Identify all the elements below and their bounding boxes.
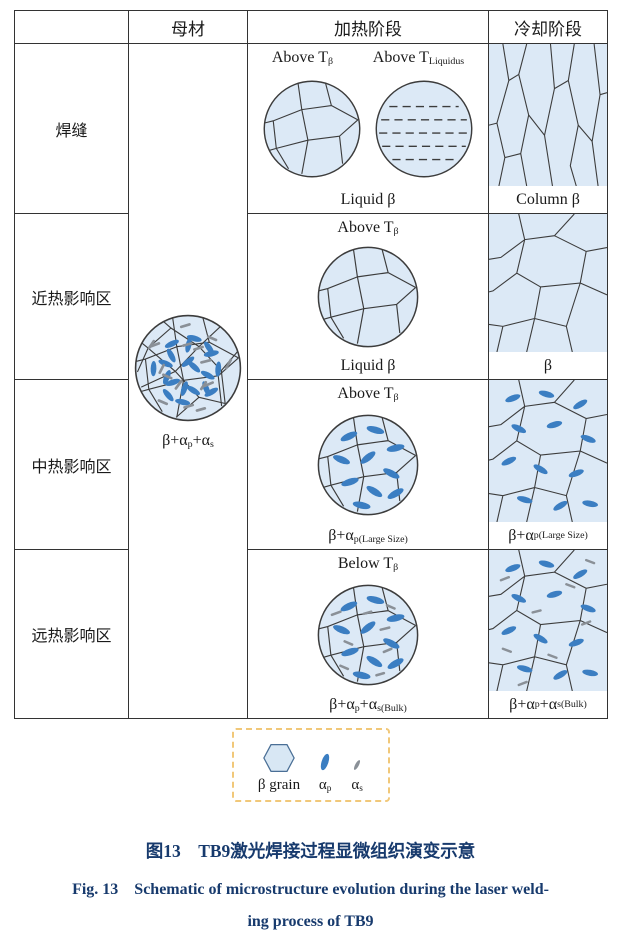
microstructure-table: 母材 加热阶段 冷却阶段 焊缝 近热影响区 中热影响区 远热影响区 bbox=[14, 10, 608, 719]
temp-label-below-tbeta: Below Tβ bbox=[338, 555, 398, 573]
beta-grain-microstructure-diagram bbox=[263, 80, 361, 178]
header-base-material: 母材 bbox=[129, 11, 248, 44]
weld-heating-temps: Above Tβ Above TLiquidus bbox=[252, 49, 484, 67]
label-part: Liquidus bbox=[428, 56, 465, 68]
label-part: α bbox=[351, 776, 360, 793]
column-beta-microstructure-diagram bbox=[489, 44, 607, 186]
temp-label-above-tbeta: Above Tβ bbox=[337, 385, 398, 403]
zone-mid-haz: 中热影响区 bbox=[15, 380, 129, 550]
zone-near-haz: 近热影响区 bbox=[15, 214, 129, 380]
base-material-cell: β+αp+αs bbox=[129, 44, 248, 719]
legend-item-beta-grain: β grain bbox=[258, 742, 300, 794]
mid-haz-heating-phase-label: β+αp(Large Size) bbox=[328, 527, 408, 545]
header-empty bbox=[15, 11, 129, 44]
weld-heating-cell: Above Tβ Above TLiquidus Liquid β bbox=[248, 44, 489, 214]
mid-haz-heating-cell: Above Tβ β+αp(Large Size) bbox=[248, 380, 489, 550]
label-part: p bbox=[533, 530, 539, 541]
label-part: s bbox=[210, 439, 214, 451]
label-part: Above T bbox=[337, 219, 394, 236]
header-cooling-stage: 冷却阶段 bbox=[489, 11, 608, 44]
legend-alpha-p-label: αp bbox=[319, 777, 332, 794]
label-part: s bbox=[359, 784, 363, 794]
legend-alpha-s-label: αs bbox=[351, 777, 362, 794]
weld-heating-diagrams bbox=[261, 78, 475, 180]
base-material-label: β+αp+αs bbox=[162, 432, 214, 450]
far-haz-heating-cell: Below Tβ β+αp+αs(Bulk) bbox=[248, 550, 489, 719]
alpha-p-ellipse-icon bbox=[320, 753, 330, 771]
caption-english-line2: ing process of TB9 bbox=[247, 913, 374, 930]
legend-item-alpha-p: αp bbox=[316, 750, 334, 794]
label-part: p bbox=[534, 699, 540, 710]
label-part: β+α bbox=[329, 695, 355, 713]
near-haz-heating-phase-label: Liquid β bbox=[340, 356, 396, 374]
zone-far-haz: 远热影响区 bbox=[15, 550, 129, 719]
label-part: β+α bbox=[509, 695, 535, 713]
label-part: p bbox=[326, 784, 332, 794]
label-part: +α bbox=[359, 695, 378, 713]
temp-label-above-tliquidus: Above TLiquidus bbox=[373, 49, 464, 67]
label-part: β bbox=[393, 562, 399, 574]
label-part: Above T bbox=[372, 49, 429, 66]
label-part: Above T bbox=[271, 49, 328, 66]
label-part: β+α bbox=[328, 526, 354, 544]
label-part: s bbox=[557, 699, 561, 710]
label-part: (Bulk) bbox=[380, 703, 407, 714]
near-haz-heating-cell: Above Tβ Liquid β bbox=[248, 214, 489, 380]
beta-grain-hexagon-icon bbox=[263, 744, 295, 772]
figure-caption-chinese: 图13 TB9激光焊接过程显微组织演变示意 bbox=[145, 841, 476, 861]
caption-english-line1: Fig. 13 Schematic of microstructure evol… bbox=[72, 881, 549, 898]
label-part: Above T bbox=[337, 385, 394, 402]
beta-grain-microstructure-diagram bbox=[489, 214, 607, 352]
beta-alphap-microstructure-diagram bbox=[317, 414, 419, 516]
header-heating-stage: 加热阶段 bbox=[248, 11, 489, 44]
label-part: (Large Size) bbox=[358, 534, 408, 545]
label-part: β bbox=[328, 56, 334, 68]
label-part: Below T bbox=[337, 555, 394, 572]
legend-item-alpha-s: αs bbox=[350, 756, 364, 794]
label-part: p bbox=[187, 439, 193, 451]
alpha-s-ellipse-icon bbox=[354, 760, 361, 770]
label-part: s bbox=[377, 703, 381, 714]
figure-caption-english: Fig. 13 Schematic of microstructure evol… bbox=[0, 874, 621, 938]
temp-label-above-tbeta: Above Tβ bbox=[337, 219, 398, 237]
far-haz-heating-phase-label: β+αp+αs(Bulk) bbox=[329, 696, 407, 714]
label-part: p bbox=[353, 534, 359, 545]
temp-label-above-tbeta: Above Tβ bbox=[272, 49, 333, 67]
legend-beta-label: β grain bbox=[257, 777, 301, 793]
weld-heating-phase-label: Liquid β bbox=[340, 190, 396, 208]
near-haz-cooling-cell: β bbox=[489, 214, 608, 380]
label-part: (Large Size) bbox=[538, 530, 588, 541]
label-part: p bbox=[354, 703, 360, 714]
zone-weld-seam: 焊缝 bbox=[15, 44, 129, 214]
beta-grain-microstructure-diagram bbox=[317, 246, 419, 348]
label-part: β+α bbox=[162, 431, 188, 449]
beta-alphap-alphas-microstructure-diagram bbox=[317, 584, 419, 685]
liquid-beta-microstructure-diagram bbox=[375, 80, 473, 178]
weld-cooling-phase-label: Column β bbox=[516, 190, 580, 208]
label-part: (Bulk) bbox=[560, 699, 587, 710]
weld-cooling-cell: Column β bbox=[489, 44, 608, 214]
label-part: β+α bbox=[508, 526, 534, 544]
beta-alphap-alphas-microstructure-diagram bbox=[489, 550, 607, 691]
label-part: α bbox=[318, 776, 327, 793]
beta-alphap-microstructure-diagram bbox=[489, 380, 607, 522]
label-part: β bbox=[393, 226, 399, 238]
base-material-microstructure-diagram bbox=[134, 314, 242, 422]
label-part: +α bbox=[192, 431, 211, 449]
label-part: β bbox=[393, 392, 399, 404]
label-part: +α bbox=[539, 695, 558, 713]
legend: β grain αp αs bbox=[232, 728, 390, 802]
near-haz-cooling-phase-label: β bbox=[543, 356, 553, 374]
